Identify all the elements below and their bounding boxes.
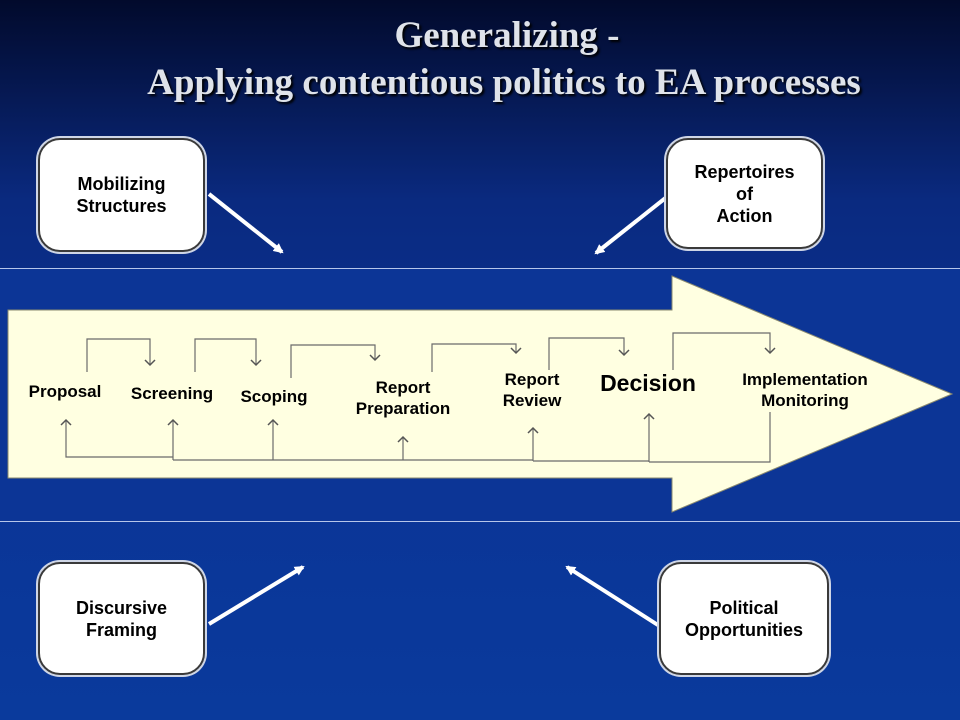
top-connectors — [86, 332, 776, 378]
repertoires-of-action-box: Repertoires of Action — [666, 138, 823, 249]
stage-decision: Decision — [600, 370, 696, 396]
title-line-1: Generalizing - — [394, 15, 620, 56]
repertoires-arrow — [594, 194, 670, 255]
discursive-framing-label: Discursive Framing — [75, 597, 168, 640]
political-opportunities-label: Political Opportunities — [685, 597, 803, 640]
slide-title: Generalizing - Applying contentious poli… — [0, 12, 960, 106]
stage-scoping: Scoping — [240, 387, 308, 406]
repertoires-of-action-label: Repertoires of Action — [694, 161, 795, 226]
title-line-2: Applying contentious politics to EA proc… — [147, 62, 861, 103]
stage-proposal: Proposal — [28, 382, 102, 401]
mobilizing-structures-box: Mobilizing Structures — [38, 138, 205, 252]
process-arrow — [7, 275, 954, 513]
stage-report-preparation: Report Preparation — [355, 378, 451, 418]
political-opportunities-box: Political Opportunities — [659, 562, 829, 675]
mobilizing-arrow — [207, 192, 284, 254]
influence-arrows — [207, 192, 670, 629]
feedback-connectors — [60, 412, 771, 463]
mobilizing-structures-label: Mobilizing Structures — [76, 174, 167, 216]
discursive-framing-box: Discursive Framing — [38, 562, 205, 675]
discursive-arrow — [207, 565, 305, 626]
political-arrow — [565, 565, 663, 629]
stage-screening: Screening — [130, 384, 214, 403]
stage-implementation-monitoring: Implementation Monitoring — [742, 370, 868, 410]
stage-report-review: Report Review — [502, 370, 562, 410]
